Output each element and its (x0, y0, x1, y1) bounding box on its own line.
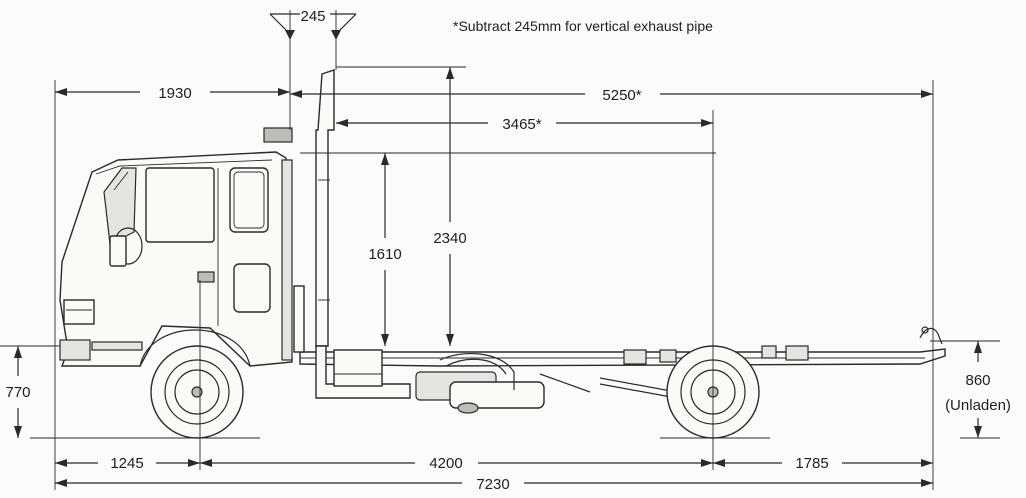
truck-illustration (59, 69, 946, 439)
dim-overall-length: 7230 (476, 476, 509, 493)
dim-frame-height-front: 770 (5, 384, 30, 401)
dim-back-of-cab-to-rear: 5250* (602, 87, 641, 104)
dim-frame-height-rear: 860 (965, 372, 990, 389)
dim-front-overhang: 1245 (110, 455, 143, 472)
fuel-tank (333, 349, 383, 387)
chassis-frame (299, 348, 946, 367)
dim-exhaust-offset: 245 (300, 8, 325, 25)
dimension-lines (0, 10, 1000, 490)
exhaust-note: *Subtract 245mm for vertical exhaust pip… (453, 18, 713, 34)
front-wheel (150, 345, 244, 439)
dim-cab-front-to-back: 1930 (158, 85, 191, 102)
dimension-labels: *Subtract 245mm for vertical exhaust pip… (5, 8, 1010, 493)
dim-wheelbase: 4200 (429, 455, 462, 472)
dim-frame-height-rear-note: (Unladen) (945, 397, 1011, 414)
exhaust-stack (315, 69, 335, 347)
dim-rear-overhang: 1785 (795, 455, 828, 472)
dim-cab-height: 1610 (368, 246, 401, 263)
dim-back-of-cab-to-rear-axle: 3465* (502, 116, 541, 133)
dim-exhaust-height: 2340 (433, 230, 466, 247)
